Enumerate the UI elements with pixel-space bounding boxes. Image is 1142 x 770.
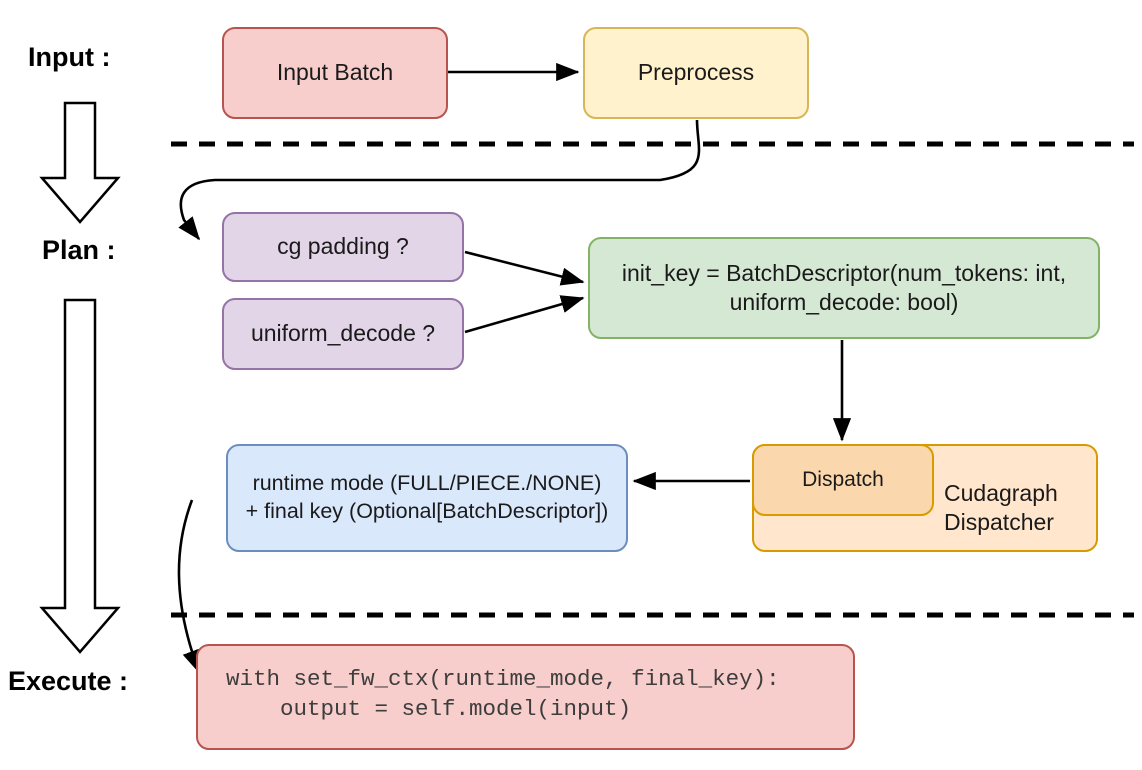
node-runtime-mode-label-line2: + final key (Optional[BatchDescriptor]) <box>245 499 609 523</box>
node-runtime-mode-label-line1: runtime mode (FULL/PIECE./NONE) <box>252 471 602 496</box>
node-input-batch-label: Input Batch <box>276 59 394 86</box>
node-uniform-decode-label: uniform_decode ? <box>250 320 436 347</box>
node-cudagraph-dispatcher-label-line1: Cudagraph <box>944 479 1058 506</box>
node-execute-code[interactable]: with set_fw_ctx(runtime_mode, final_key)… <box>196 644 855 750</box>
edge-uniform-decode-to-init-key <box>464 295 585 334</box>
stage-arrow-input-to-plan <box>39 101 121 224</box>
stage-label-execute: Execute : <box>8 666 129 696</box>
node-execute-code-line2: output = self.model(input) <box>226 696 632 723</box>
stage-label-plan: Plan : <box>42 235 116 265</box>
node-preprocess[interactable]: Preprocess <box>583 27 809 119</box>
node-init-key-label-line1: init_key = BatchDescriptor(num_tokens: i… <box>621 259 1067 286</box>
node-dispatch[interactable]: Dispatch <box>752 444 934 516</box>
node-uniform-decode[interactable]: uniform_decode ? <box>222 298 464 370</box>
edge-runtime-mode-to-execute-code <box>177 499 201 674</box>
edge-preprocess-to-cg-padding <box>178 119 701 241</box>
node-cg-padding-label: cg padding ? <box>277 233 409 260</box>
node-cudagraph-dispatcher-label-line2: Dispatcher <box>944 509 1054 535</box>
node-init-key-label-line2: uniform_decode: bool) <box>729 289 959 315</box>
stage-label-input: Input : <box>28 42 111 72</box>
node-preprocess-label: Preprocess <box>637 59 755 86</box>
stage-arrow-plan-to-execute <box>39 298 121 654</box>
node-input-batch[interactable]: Input Batch <box>222 27 448 119</box>
node-dispatch-label: Dispatch <box>802 467 884 491</box>
node-runtime-mode[interactable]: runtime mode (FULL/PIECE./NONE) + final … <box>226 444 628 552</box>
node-init-key[interactable]: init_key = BatchDescriptor(num_tokens: i… <box>588 237 1100 339</box>
edge-cg-padding-to-init-key <box>464 250 585 286</box>
node-cg-padding[interactable]: cg padding ? <box>222 212 464 282</box>
node-execute-code-line1: with set_fw_ctx(runtime_mode, final_key)… <box>226 666 780 692</box>
